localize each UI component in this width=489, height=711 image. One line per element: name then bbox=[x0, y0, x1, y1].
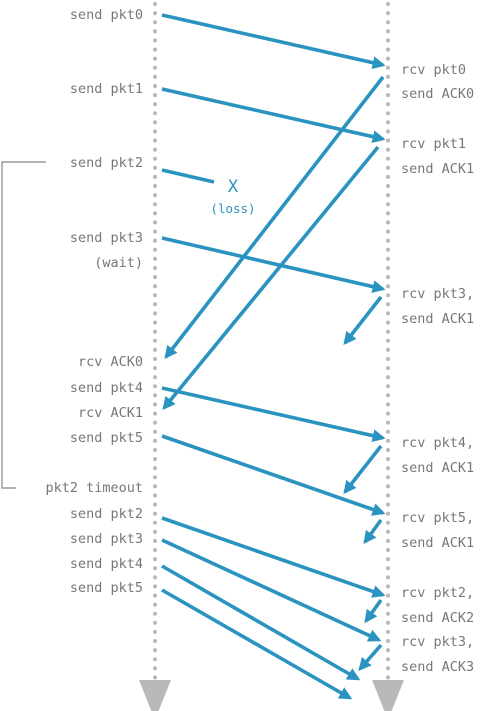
pkt3-arrow bbox=[161, 236, 386, 293]
sender-label: send pkt4 bbox=[70, 380, 143, 396]
pkt1-arrow bbox=[161, 87, 386, 144]
receiver-label: send ACK1 bbox=[401, 311, 474, 327]
pkt2-lost-arrow bbox=[161, 168, 215, 184]
loss-x-mark: X bbox=[228, 177, 239, 197]
sender-label: send pkt1 bbox=[70, 81, 143, 97]
pkt3-resend-arrow bbox=[161, 538, 382, 642]
timeout-bracket bbox=[1, 161, 46, 489]
receiver-label: rcv pkt0 bbox=[401, 62, 466, 78]
receiver-label: send ACK3 bbox=[401, 659, 474, 675]
sender-label: send pkt0 bbox=[70, 7, 143, 23]
pkt4-resend-arrow bbox=[161, 564, 361, 681]
receiver-label: rcv pkt4, bbox=[401, 435, 474, 451]
sender-label: (wait) bbox=[94, 255, 143, 271]
ack1-dup-arrow-1 bbox=[343, 295, 383, 346]
sender-label: send pkt4 bbox=[70, 556, 143, 572]
sender-labels: send pkt0 send pkt1 send pkt2 send pkt3 … bbox=[45, 7, 143, 596]
loss-note: (loss) bbox=[210, 201, 255, 216]
receiver-label: send ACK2 bbox=[401, 610, 474, 626]
ack3-arrow bbox=[358, 643, 383, 671]
receiver-label: rcv pkt1 bbox=[401, 136, 466, 152]
pkt2-resend-arrow bbox=[161, 516, 386, 598]
pkt4-arrow bbox=[161, 386, 386, 443]
ack0-arrow bbox=[164, 75, 385, 360]
ack1-dup-arrow-2 bbox=[343, 444, 383, 495]
pkt5-arrow bbox=[161, 434, 386, 516]
ack2-arrow bbox=[364, 598, 383, 624]
sender-label: send pkt5 bbox=[70, 580, 143, 596]
receiver-label: rcv pkt5, bbox=[401, 510, 474, 526]
sender-label: send pkt2 bbox=[70, 506, 143, 522]
receiver-labels: rcv pkt0 send ACK0 rcv pkt1 send ACK1 rc… bbox=[401, 62, 474, 675]
sender-label: send pkt3 bbox=[70, 531, 143, 547]
message-arrows bbox=[161, 13, 386, 700]
sender-label: rcv ACK1 bbox=[78, 405, 143, 421]
receiver-label: send ACK1 bbox=[401, 460, 474, 476]
receiver-label: rcv pkt3, bbox=[401, 286, 474, 302]
pkt0-arrow bbox=[161, 13, 386, 70]
receiver-label: send ACK1 bbox=[401, 535, 474, 551]
receiver-label: rcv pkt3, bbox=[401, 634, 474, 650]
sender-label: send pkt3 bbox=[70, 230, 143, 246]
receiver-label: send ACK0 bbox=[401, 86, 474, 102]
sender-label: send pkt5 bbox=[70, 430, 143, 446]
pkt5-resend-arrow bbox=[161, 588, 353, 700]
receiver-label: send ACK1 bbox=[401, 161, 474, 177]
receiver-label: rcv pkt2, bbox=[401, 585, 474, 601]
sender-label: send pkt2 bbox=[70, 155, 143, 171]
ack1-dup-arrow-3 bbox=[363, 518, 383, 545]
ack1-arrow bbox=[162, 145, 380, 411]
sender-label: pkt2 timeout bbox=[45, 480, 143, 496]
sender-label: rcv ACK0 bbox=[78, 354, 143, 370]
